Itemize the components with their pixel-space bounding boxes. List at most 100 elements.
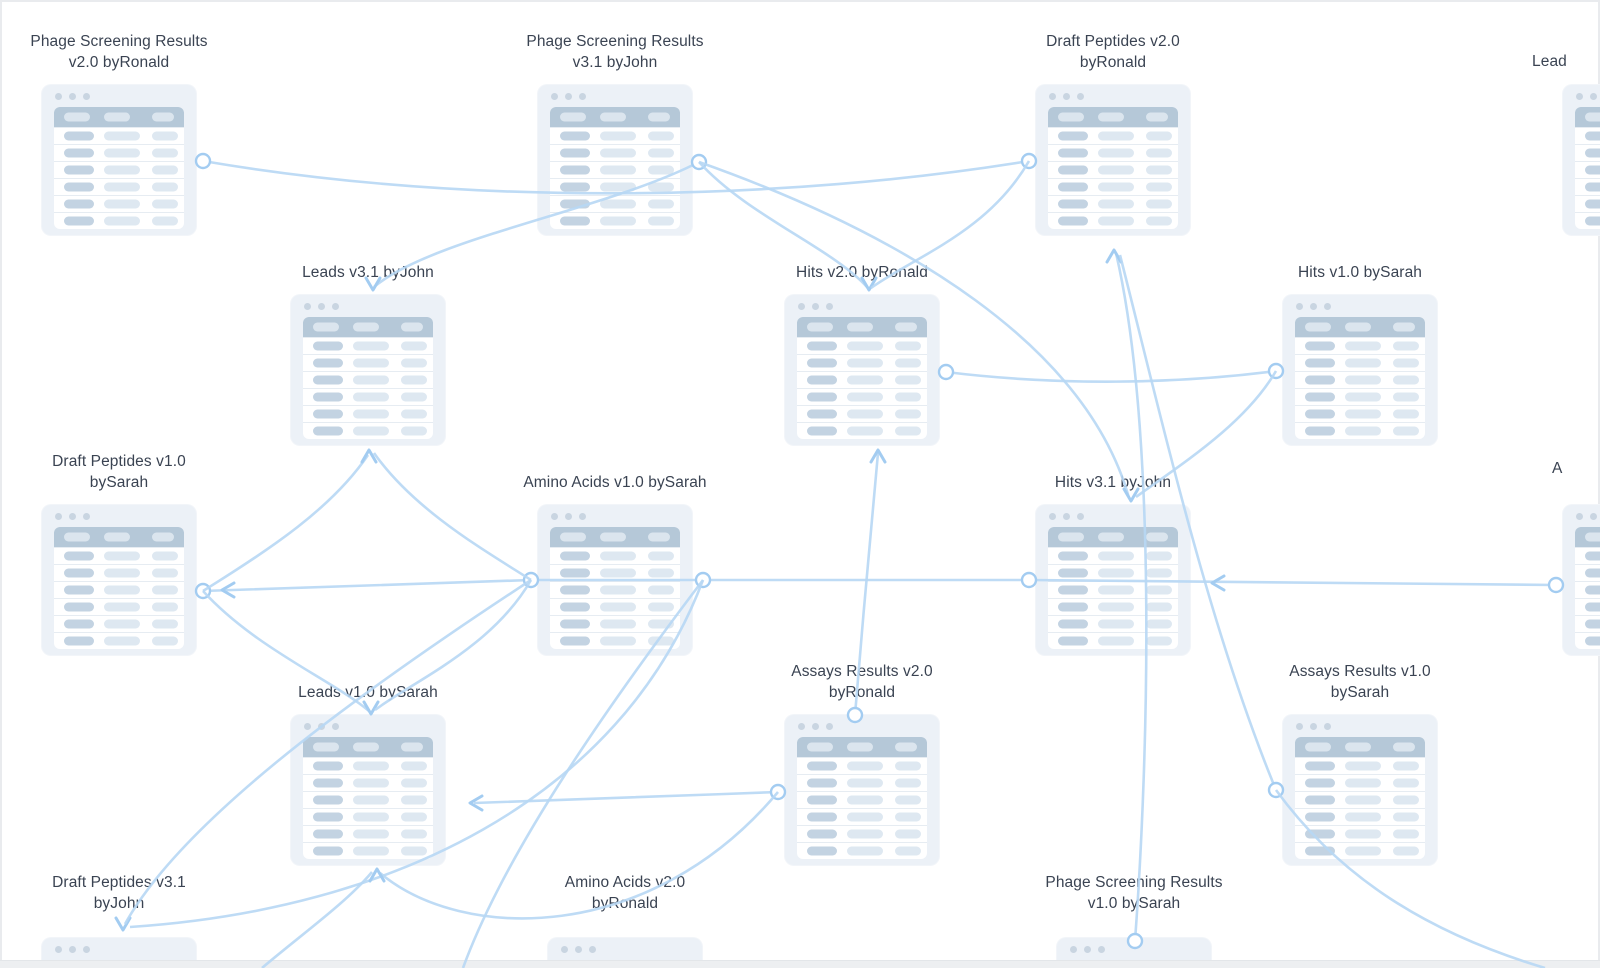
table-cell-pill — [64, 636, 94, 646]
connection-handle[interactable] — [1547, 576, 1565, 594]
table-cell-pill — [807, 341, 837, 351]
table-cell-pill — [847, 829, 883, 839]
edge-row3_chain — [194, 571, 1565, 600]
label-line: Assays Results v2.0 — [791, 663, 933, 680]
connection-handle[interactable] — [1126, 932, 1144, 950]
table-cell-pill — [895, 341, 921, 351]
table-row — [54, 598, 184, 615]
table-cell-pill — [1393, 846, 1419, 856]
dataset-node-label: Hits v1.0 bySarah — [1190, 262, 1530, 283]
table-row — [303, 842, 433, 859]
dataset-node-label: Leads v3.1 byJohn — [198, 262, 538, 283]
table-row — [1295, 337, 1425, 354]
table-row — [54, 212, 184, 229]
connection-handle[interactable] — [1020, 152, 1038, 170]
window-dot-icon — [1098, 946, 1105, 953]
connection-handle[interactable] — [194, 582, 212, 600]
table-cell-pill — [1393, 795, 1419, 805]
edge-path — [473, 790, 779, 805]
connection-handle[interactable] — [690, 153, 708, 171]
connection-handle[interactable] — [846, 706, 864, 724]
label-line: v2.0 byRonald — [68, 54, 170, 71]
dataset-node-label: Amino Acids v1.0 bySarah — [445, 472, 785, 493]
table-cell-pill — [600, 182, 636, 192]
dataset-node-label: Hits v3.1 byJohn — [943, 472, 1283, 493]
header-cell-pill — [353, 742, 379, 752]
window-dot-icon — [55, 93, 62, 100]
label-line: Leads v3.1 byJohn — [302, 264, 434, 281]
header-cell-pill — [807, 742, 833, 752]
table-cell-pill — [1585, 148, 1600, 158]
table-row — [1048, 564, 1178, 581]
window-dot-icon — [1324, 303, 1331, 310]
table-cell-pill — [600, 148, 636, 158]
table-header-row — [1048, 527, 1178, 547]
table-cell-pill — [847, 778, 883, 788]
table-cell-pill — [353, 846, 389, 856]
table-cell-pill — [1345, 846, 1381, 856]
table-cell-pill — [1345, 409, 1381, 419]
table-row — [1575, 212, 1600, 229]
dataset-card[interactable] — [538, 505, 692, 655]
table-row — [303, 808, 433, 825]
dataset-card[interactable] — [1563, 85, 1600, 235]
connection-handle[interactable] — [522, 571, 540, 589]
dataset-card[interactable] — [291, 295, 445, 445]
table-cell-pill — [1058, 182, 1088, 192]
table-row — [797, 405, 927, 422]
connection-handle[interactable] — [769, 783, 787, 801]
header-cell-pill — [152, 112, 174, 122]
dataset-card[interactable] — [1563, 505, 1600, 655]
window-dot-icon — [1063, 93, 1070, 100]
window-dot-icon — [69, 513, 76, 520]
dataset-card[interactable] — [1283, 715, 1437, 865]
table-header-row — [1295, 317, 1425, 337]
table-cell-pill — [807, 795, 837, 805]
label-line: Draft Peptides v3.1 — [52, 874, 186, 891]
dataset-card[interactable] — [538, 85, 692, 235]
connection-handle[interactable] — [694, 571, 712, 589]
dataset-card[interactable] — [785, 295, 939, 445]
window-dot-icon — [1049, 93, 1056, 100]
table-row — [550, 161, 680, 178]
dataset-card[interactable] — [42, 85, 196, 235]
dataset-card[interactable] — [1283, 295, 1437, 445]
label-line: byRonald — [591, 895, 659, 912]
dataset-card[interactable] — [1036, 85, 1190, 235]
window-dot-icon — [812, 723, 819, 730]
table-cell-pill — [1058, 636, 1088, 646]
table-cell-pill — [1345, 426, 1381, 436]
table-cell-pill — [895, 358, 921, 368]
table-row — [1048, 195, 1178, 212]
connection-handle[interactable] — [1020, 571, 1038, 589]
table-row — [797, 774, 927, 791]
table-cell-pill — [895, 778, 921, 788]
header-cell-pill — [895, 322, 917, 332]
window-dot-icon — [561, 946, 568, 953]
label-line: Phage Screening Results — [1045, 874, 1223, 891]
table-cell-pill — [1305, 392, 1335, 402]
dataset-card[interactable] — [291, 715, 445, 865]
table-cell-pill — [807, 846, 837, 856]
header-cell-pill — [1585, 532, 1600, 542]
table-row — [1048, 212, 1178, 229]
header-cell-pill — [1345, 742, 1371, 752]
connection-handle[interactable] — [1267, 781, 1285, 799]
label-line: Hits v1.0 bySarah — [1297, 264, 1423, 281]
connection-handle[interactable] — [1267, 362, 1285, 380]
table-row — [54, 161, 184, 178]
mini-table — [797, 737, 927, 859]
dataset-card[interactable] — [42, 505, 196, 655]
connection-handle[interactable] — [937, 363, 955, 381]
dataset-card[interactable] — [1036, 505, 1190, 655]
table-cell-pill — [313, 358, 343, 368]
dataset-card[interactable] — [785, 715, 939, 865]
table-cell-pill — [807, 392, 837, 402]
window-titlebar — [785, 295, 939, 317]
table-row — [54, 178, 184, 195]
window-dot-icon — [1070, 946, 1077, 953]
connection-handle[interactable] — [194, 152, 212, 170]
table-cell-pill — [648, 131, 674, 141]
table-row — [54, 144, 184, 161]
